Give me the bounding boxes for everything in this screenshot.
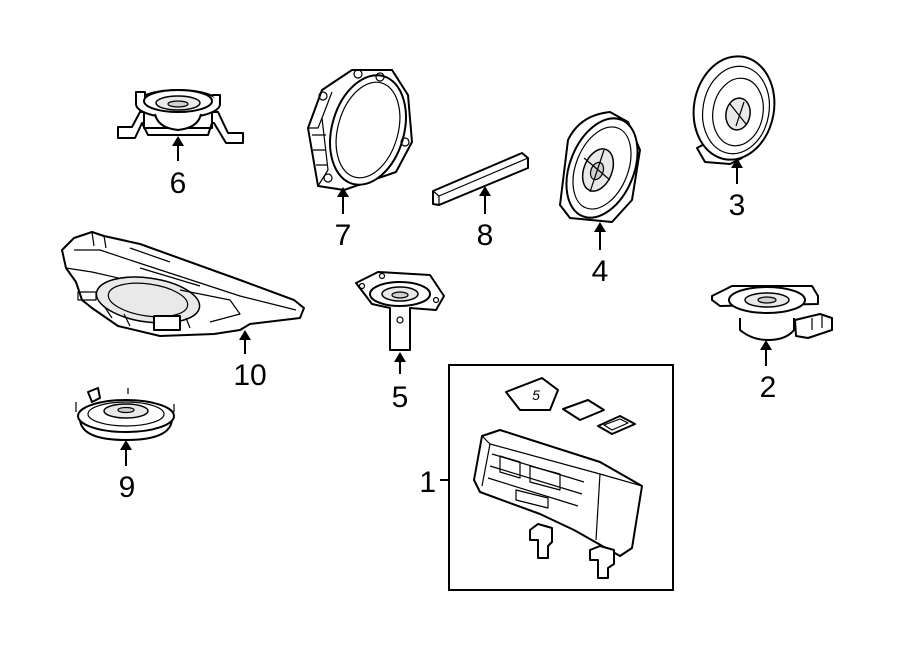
- part-10-label: 10: [233, 359, 266, 392]
- part-3-callout: 3: [729, 158, 746, 222]
- amp-tag-text: 5: [532, 387, 540, 403]
- part-6-tweeter-bracket: [117, 89, 244, 144]
- part-9-round-tweeter: [75, 387, 175, 441]
- part-8-callout: 8: [477, 186, 494, 252]
- part-1-amplifier-box: 5: [448, 364, 674, 591]
- part-9-callout: 9: [119, 440, 136, 504]
- part-4-callout: 4: [592, 222, 609, 288]
- part-10-callout: 10: [233, 330, 267, 392]
- part-6-label: 6: [170, 167, 187, 200]
- part-3-label: 3: [729, 189, 746, 222]
- part-10-subwoofer-enclosure: [61, 231, 305, 337]
- part-9-label: 9: [119, 471, 136, 504]
- part-3-round-speaker: [692, 55, 776, 165]
- part-8-label: 8: [477, 219, 494, 252]
- part-2-callout: 2: [760, 340, 777, 404]
- part-2-rect-speaker: [711, 285, 833, 341]
- part-5-callout: 5: [392, 352, 409, 414]
- part-7-label: 7: [335, 219, 352, 252]
- part-1-label: 1: [419, 466, 436, 499]
- part-6-callout: 6: [170, 136, 187, 200]
- part-1-callout: 1: [419, 466, 449, 499]
- part-4-oval-speaker: [559, 111, 641, 223]
- part-8-foam-strip: [432, 152, 529, 206]
- part-7-speaker-adapter: [307, 69, 413, 191]
- part-5-label: 5: [392, 381, 409, 414]
- part-7-callout: 7: [335, 187, 352, 252]
- part-2-label: 2: [760, 371, 777, 404]
- part-5-mid-speaker: [355, 271, 445, 351]
- part-4-label: 4: [592, 255, 609, 288]
